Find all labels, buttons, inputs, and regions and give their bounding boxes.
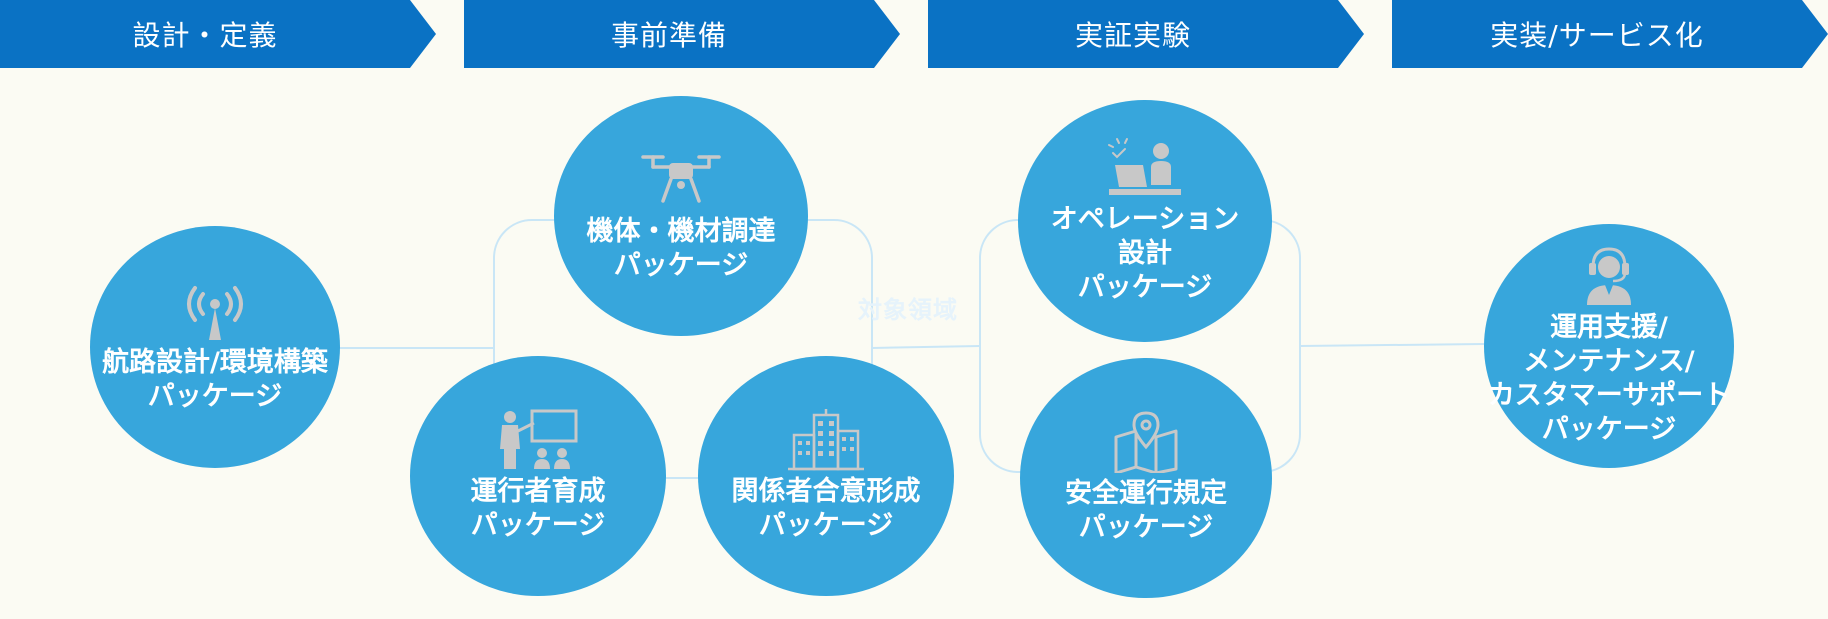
route-environment-package: 航路設計/環境構築 パッケージ <box>90 226 340 468</box>
headset-operator-icon <box>1587 247 1631 305</box>
phase-preparation: 事前準備 <box>464 0 900 68</box>
node-label: 航路設計/環境構築 パッケージ <box>102 347 328 412</box>
operation-support-package: 運用支援/ メンテナンス/ カスタマーサポート パッケージ <box>1484 224 1734 468</box>
map-pin-icon <box>1114 411 1178 473</box>
phase-implementation-service: 実装/サービス化 <box>1392 0 1828 68</box>
phase-label: 設計・定義 <box>132 19 278 52</box>
node-label: 関係者合意形成 パッケージ <box>731 476 921 541</box>
node-label: 機体・機材調達 パッケージ <box>586 216 776 281</box>
phase-design-definition: 設計・定義 <box>0 0 436 68</box>
stakeholder-consensus-package: 関係者合意形成 パッケージ <box>698 356 954 596</box>
antenna-icon <box>187 286 243 340</box>
phase-label: 実証実験 <box>1074 19 1191 52</box>
buildings-icon <box>788 409 864 471</box>
connector-test-to-support <box>1299 343 1485 347</box>
phase-label: 実装/サービス化 <box>1490 19 1704 52</box>
airframe-procurement-package: 機体・機材調達 パッケージ <box>554 96 808 336</box>
trainer-presentation-icon <box>500 409 578 469</box>
node-label: 運用支援/ メンテナンス/ カスタマーサポート パッケージ <box>1487 312 1731 445</box>
phase-field-test: 実証実験 <box>928 0 1364 68</box>
safety-rules-package: 安全運行規定 パッケージ <box>1020 358 1272 598</box>
node-label: 運行者育成 パッケージ <box>470 476 606 541</box>
laptop-operator-icon <box>1108 138 1181 195</box>
connector-prep-to-test <box>871 345 981 349</box>
drone-icon <box>641 155 721 203</box>
node-label: オペレーション 設計 パッケージ <box>1050 204 1240 303</box>
operator-training-package: 運行者育成 パッケージ <box>410 356 666 596</box>
phase-label: 事前準備 <box>610 19 727 52</box>
node-label: 安全運行規定 パッケージ <box>1065 478 1227 543</box>
operation-design-package: オペレーション 設計 パッケージ <box>1018 100 1272 342</box>
target-area-label: 対象領域 <box>858 296 958 324</box>
